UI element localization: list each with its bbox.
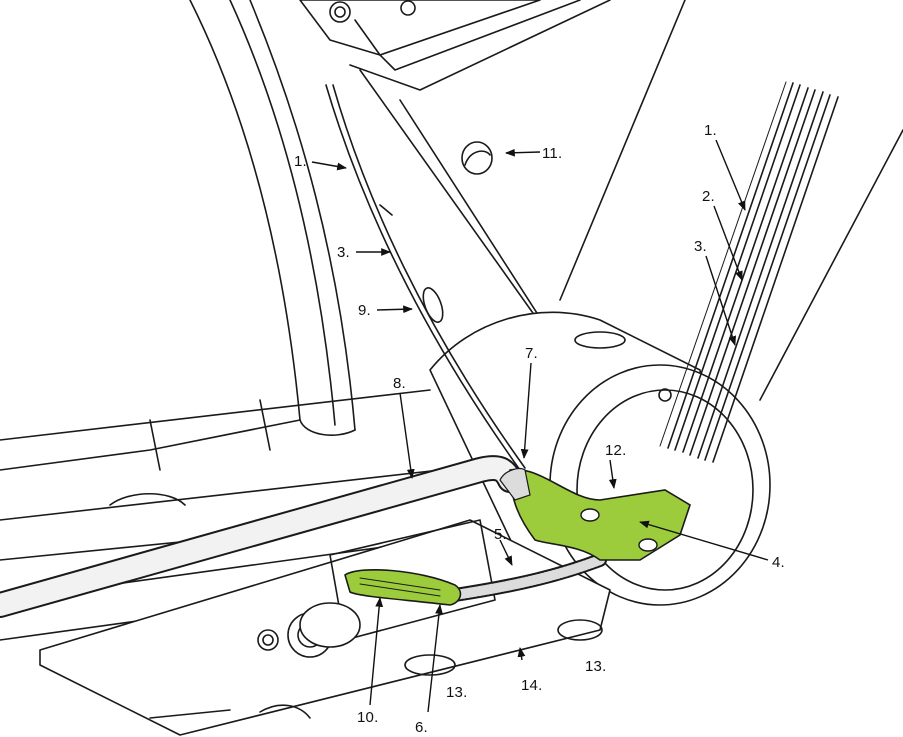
callout-7: 7.: [525, 345, 538, 362]
grommet: [461, 141, 493, 175]
corrugated-hose: [448, 553, 607, 602]
callout-9: 9.: [358, 302, 371, 319]
motor-mount-plate: [39, 519, 611, 736]
callout-3-right: 3.: [694, 238, 707, 255]
callout-5: 5.: [494, 526, 507, 543]
callout-11: 11.: [542, 145, 562, 162]
callout-13-right: 13.: [585, 658, 606, 675]
green-cable-guide-4: [499, 467, 691, 561]
callout-1-left: 1.: [294, 153, 307, 170]
callout-2: 2.: [702, 188, 715, 205]
callout-14: 14.: [521, 677, 542, 694]
callout-4: 4.: [772, 554, 785, 571]
callout-8: 8.: [393, 375, 406, 392]
seat-tube: [189, 0, 356, 436]
upper-mount-block: [299, 0, 611, 91]
callout-labels: 1. 11. 3. 9. 1. 2. 3. 8. 7. 12. 4. 5. 10…: [294, 122, 785, 736]
callout-1-right: 1.: [704, 122, 717, 139]
callout-13-left: 13.: [446, 684, 467, 701]
leader-arrows: [311, 139, 769, 713]
callout-12: 12.: [605, 442, 626, 459]
callout-6: 6.: [415, 719, 428, 736]
callout-3-left: 3.: [337, 244, 350, 261]
cable-left: [325, 84, 526, 471]
callout-10: 10.: [357, 709, 378, 726]
